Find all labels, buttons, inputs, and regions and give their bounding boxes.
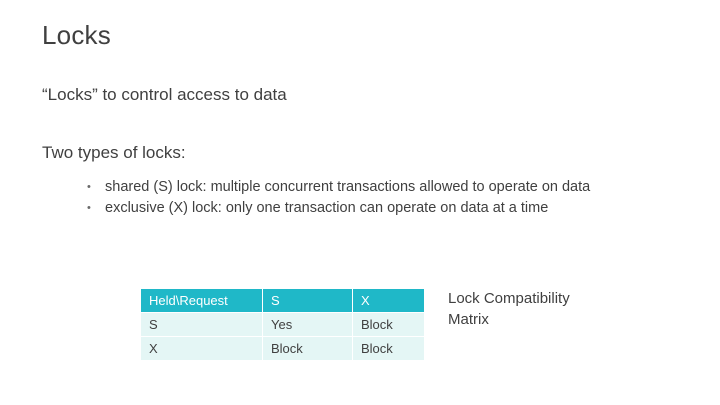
page-title: Locks: [42, 20, 111, 50]
table-header-cell: Held\Request: [140, 288, 263, 313]
table-header-row: Held\Request S X: [140, 288, 425, 313]
bullet-marker-icon: •: [87, 181, 91, 193]
table-cell: Yes: [262, 312, 353, 337]
table-header-cell: S: [262, 288, 353, 313]
table-caption: Lock Compatibility Matrix: [448, 290, 570, 328]
bullet-list: • shared (S) lock: multiple concurrent t…: [83, 178, 720, 220]
table-row: S Yes Block: [140, 312, 425, 337]
section-heading: Two types of locks:: [42, 143, 186, 162]
table-cell: Block: [352, 336, 425, 361]
lock-compatibility-table: Held\Request S X S Yes Block X Block Blo…: [140, 288, 425, 361]
subtitle-text: “Locks” to control access to data: [42, 85, 287, 104]
list-item: • shared (S) lock: multiple concurrent t…: [83, 178, 720, 197]
table-row: X Block Block: [140, 336, 425, 361]
list-item-label: exclusive (X) lock: only one transaction…: [105, 200, 549, 216]
table-header-cell: X: [352, 288, 425, 313]
table-cell: Block: [262, 336, 353, 361]
table-cell: Block: [352, 312, 425, 337]
list-item: • exclusive (X) lock: only one transacti…: [83, 199, 720, 218]
bullet-marker-icon: •: [87, 202, 91, 214]
table-cell: X: [140, 336, 263, 361]
table-cell: S: [140, 312, 263, 337]
list-item-label: shared (S) lock: multiple concurrent tra…: [105, 179, 591, 195]
